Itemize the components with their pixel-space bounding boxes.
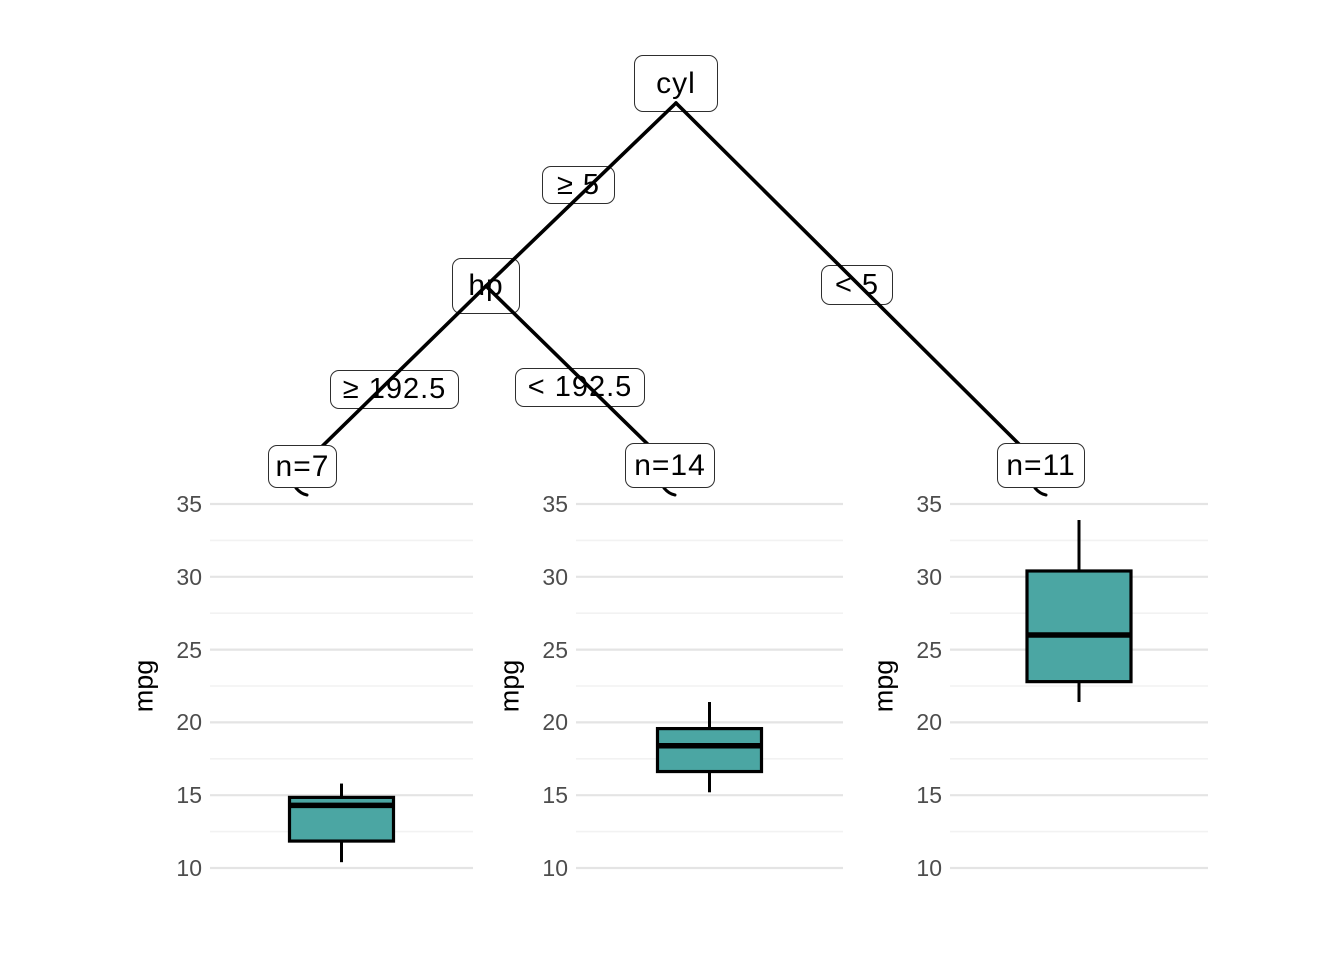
tree-leaf-n7: n=7 <box>268 445 337 488</box>
tree-node-root: cyl <box>634 55 718 112</box>
y-tick-label: 30 <box>542 563 568 590</box>
y-tick-label: 15 <box>176 782 202 809</box>
y-axis-title: mpg <box>868 659 899 713</box>
y-tick-label: 20 <box>176 709 202 736</box>
edge-label-lt-5-text: < 5 <box>834 268 880 301</box>
y-tick-label: 20 <box>916 709 942 736</box>
y-tick-label: 30 <box>176 563 202 590</box>
boxplot-box <box>287 795 396 843</box>
tree-leaf-n14: n=14 <box>625 443 715 488</box>
edge-label-lt-5: < 5 <box>821 265 893 305</box>
y-tick-label: 20 <box>542 709 568 736</box>
y-tick-label: 25 <box>176 636 202 663</box>
y-tick-label: 35 <box>542 491 568 517</box>
y-tick-label: 10 <box>542 855 568 881</box>
edge-label-ge-192-5: ≥ 192.5 <box>330 370 459 409</box>
edge-label-lt-192-5: < 192.5 <box>515 368 645 407</box>
leaf-connector-stub <box>1033 486 1048 497</box>
boxplot-box <box>655 726 764 774</box>
y-axis-title: mpg <box>494 659 525 713</box>
leaf-connector-stub <box>294 486 309 497</box>
edge-label-ge-5: ≥ 5 <box>542 166 615 204</box>
y-tick-label: 10 <box>916 855 942 881</box>
tree-leaf-n11-label: n=11 <box>1006 448 1076 482</box>
y-tick-label: 15 <box>542 782 568 809</box>
y-tick-label: 10 <box>176 855 202 881</box>
y-tick-label: 25 <box>916 636 942 663</box>
y-tick-label: 25 <box>542 636 568 663</box>
edge-label-ge-192-5-text: ≥ 192.5 <box>342 373 447 405</box>
edge-label-lt-192-5-text: < 192.5 <box>527 371 633 403</box>
boxplot-box <box>1025 569 1133 684</box>
tree-leaf-n11: n=11 <box>997 443 1085 488</box>
tree-node-inner-label: hp <box>468 269 504 302</box>
y-tick-label: 35 <box>916 491 942 517</box>
tree-node-inner: hp <box>452 258 520 314</box>
y-tick-label: 30 <box>916 563 942 590</box>
tree-leaf-n14-label: n=14 <box>634 448 706 482</box>
tree-node-root-label: cyl <box>656 66 696 100</box>
y-axis-title: mpg <box>128 659 159 713</box>
leaf-connector-stub <box>662 486 677 497</box>
y-tick-label: 35 <box>176 491 202 517</box>
edge-label-ge-5-text: ≥ 5 <box>556 168 601 201</box>
y-tick-label: 15 <box>916 782 942 809</box>
tree-leaf-n7-label: n=7 <box>275 449 330 483</box>
